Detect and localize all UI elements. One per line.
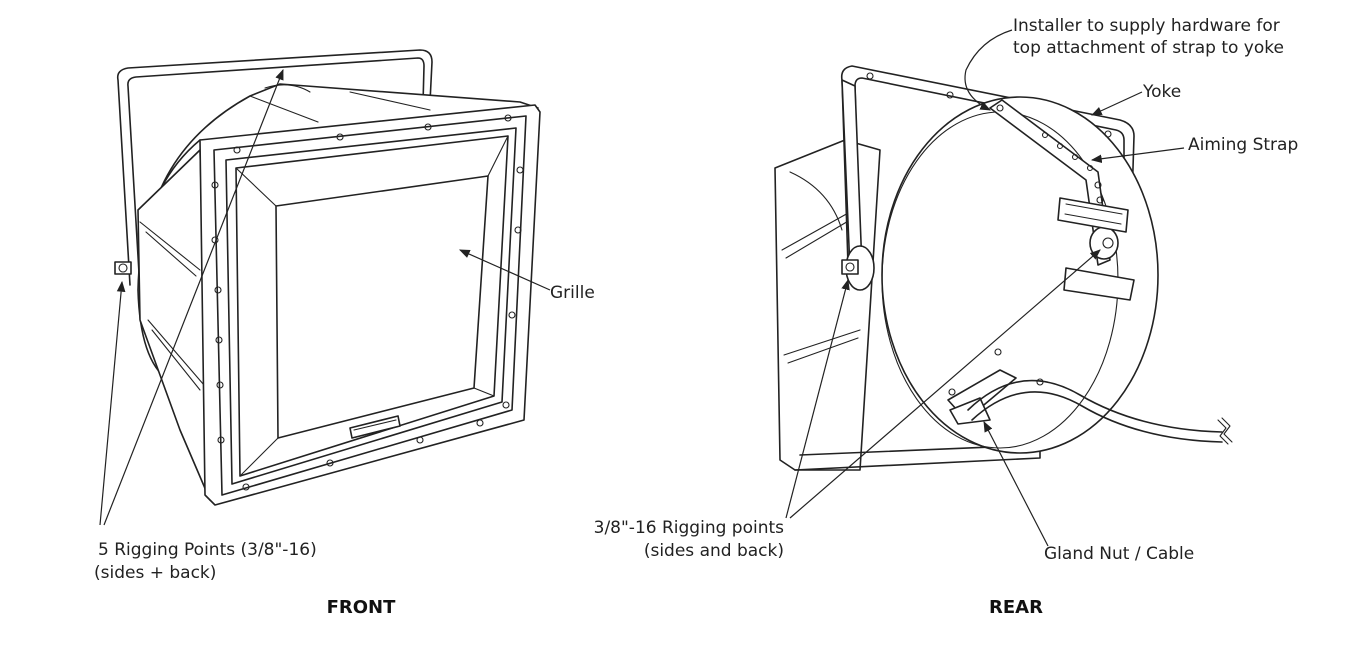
installer-label-line2: top attachment of strap to yoke xyxy=(1013,38,1284,58)
installer-label-line1: Installer to supply hardware for xyxy=(1013,16,1280,36)
rear-speaker-illustration xyxy=(774,65,1233,471)
rear-rigging-label-line2: (sides and back) xyxy=(644,541,784,561)
rear-caption: REAR xyxy=(989,597,1043,618)
yoke-label: Yoke xyxy=(1142,82,1181,102)
front-rigging-label-line1: 5 Rigging Points (3/8"-16) xyxy=(98,540,317,560)
front-caption: FRONT xyxy=(327,597,397,618)
grille-label: Grille xyxy=(550,283,595,303)
rear-back-rigging-nut xyxy=(1089,226,1119,260)
front-leaders xyxy=(99,68,551,526)
rear-rigging-nut xyxy=(841,245,875,291)
aiming-strap-label: Aiming Strap xyxy=(1188,135,1298,155)
front-rigging-label-line2: (sides + back) xyxy=(94,563,216,583)
gland-nut-label: Gland Nut / Cable xyxy=(1044,544,1194,564)
front-speaker-illustration xyxy=(114,49,541,506)
bezel-screws xyxy=(211,114,524,491)
rear-rigging-label-line1: 3/8"-16 Rigging points xyxy=(594,518,785,538)
front-rigging-nut xyxy=(114,261,132,275)
rear-leaders xyxy=(785,29,1185,547)
